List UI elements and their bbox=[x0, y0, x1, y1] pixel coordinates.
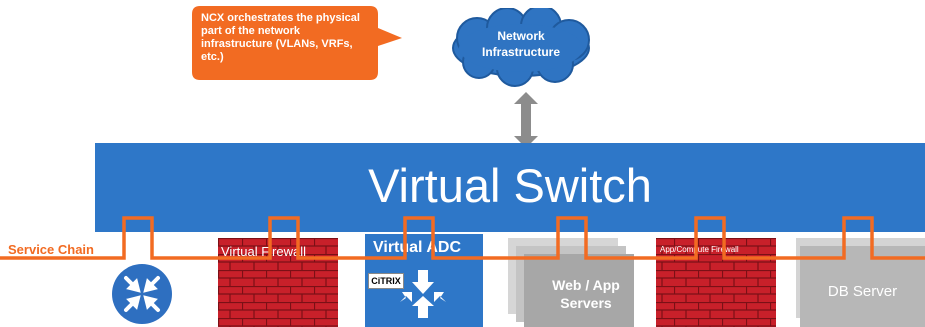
double-arrow-icon bbox=[514, 92, 538, 148]
db-server-label: DB Server bbox=[827, 283, 898, 300]
virtual-firewall-label: Virtual Firewall bbox=[221, 244, 307, 259]
virtual-adc-label: Virtual ADC bbox=[373, 239, 462, 256]
router-icon bbox=[112, 264, 172, 324]
citrix-logo: CiTRIX bbox=[368, 273, 404, 289]
network-cloud-icon bbox=[452, 8, 590, 87]
virtual-switch-label: Virtual Switch bbox=[368, 159, 652, 212]
callout-text: NCX orchestrates the physical part of th… bbox=[201, 12, 360, 63]
adc-arrows-icon bbox=[398, 270, 448, 318]
cloud-label: Network Infrastructure bbox=[481, 29, 561, 59]
callout-bubble bbox=[192, 6, 402, 80]
app-compute-firewall-label: App/Compute Firewall bbox=[660, 245, 739, 254]
service-chain-label: Service Chain bbox=[8, 242, 94, 257]
web-app-servers-label: Web / App Servers bbox=[552, 277, 620, 311]
service-blocks bbox=[112, 234, 925, 327]
